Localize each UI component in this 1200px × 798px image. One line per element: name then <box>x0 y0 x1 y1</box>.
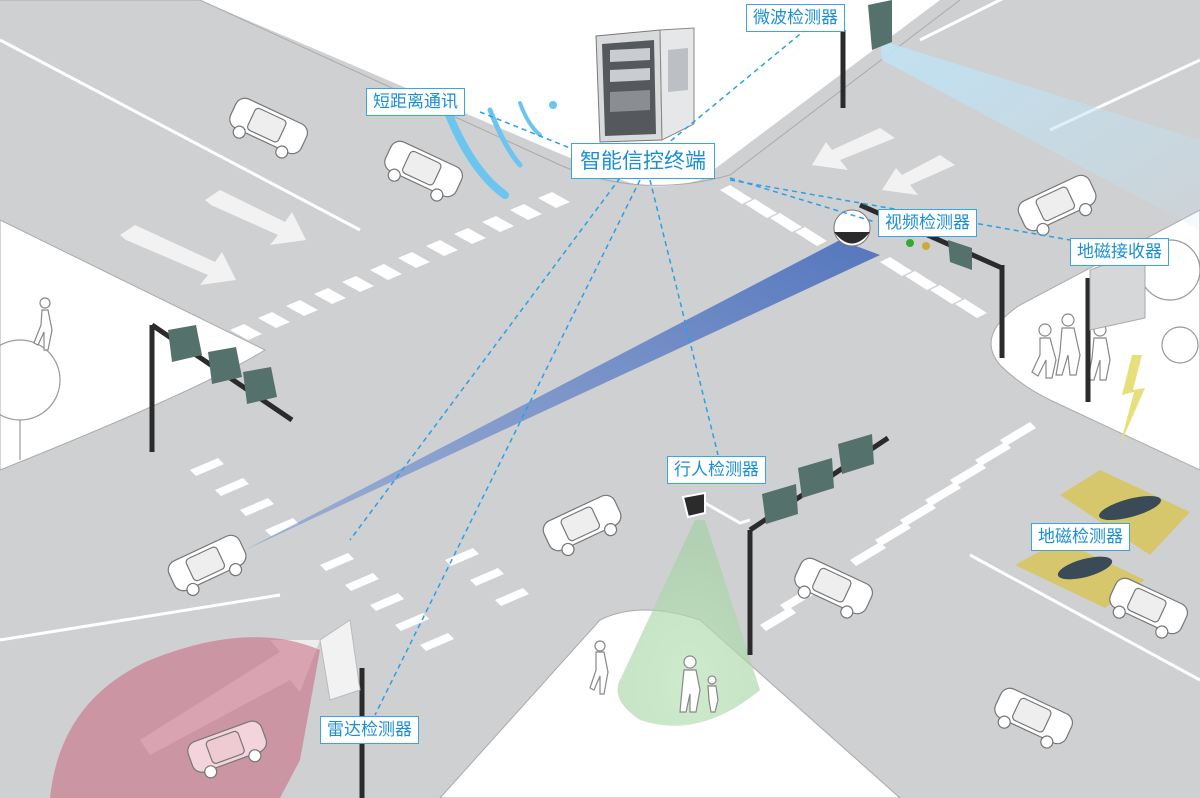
crosswalk-right <box>720 185 987 318</box>
microwave-detector-label: 微波检测器 <box>746 4 845 32</box>
geomag-detector-label: 地磁检测器 <box>1031 523 1130 551</box>
crosswalk-bottom-right <box>760 422 1036 631</box>
smart-signal-controller-title: 智能信控终端 <box>571 143 715 179</box>
radar-detector-label: 雷达检测器 <box>320 716 419 744</box>
geomag-sensor-lower <box>1057 556 1113 580</box>
traffic-signal-icon <box>149 0 1146 798</box>
microwave-beam <box>880 40 1200 230</box>
video-detector-label: 视频检测器 <box>878 209 977 237</box>
sidewalk-left <box>0 219 267 471</box>
pedestrian-zone <box>617 520 760 726</box>
sidewalk-bottom-right <box>900 700 1200 798</box>
crosswalk-top <box>230 192 570 340</box>
short-range-comm-label: 短距离通讯 <box>366 88 465 116</box>
video-beam <box>245 240 880 550</box>
geomag-receiver-label: 地磁接收器 <box>1070 238 1169 266</box>
sidewalk-top-left-edge <box>0 0 961 186</box>
pedestrian-detector-label: 行人检测器 <box>667 456 766 484</box>
pedestrian-detector-icon <box>681 491 751 525</box>
car-icon <box>167 97 1189 779</box>
sidewalk-top-left <box>0 0 940 187</box>
crosswalk-left <box>190 458 529 651</box>
pedestrian-icon <box>33 297 1111 713</box>
wireless-signal-icon <box>441 101 557 199</box>
geomag-sensor-upper <box>1099 495 1161 521</box>
controller-cabinet-icon <box>595 27 695 143</box>
dome-camera-icon <box>833 209 871 247</box>
lightning-icon <box>1120 355 1145 445</box>
